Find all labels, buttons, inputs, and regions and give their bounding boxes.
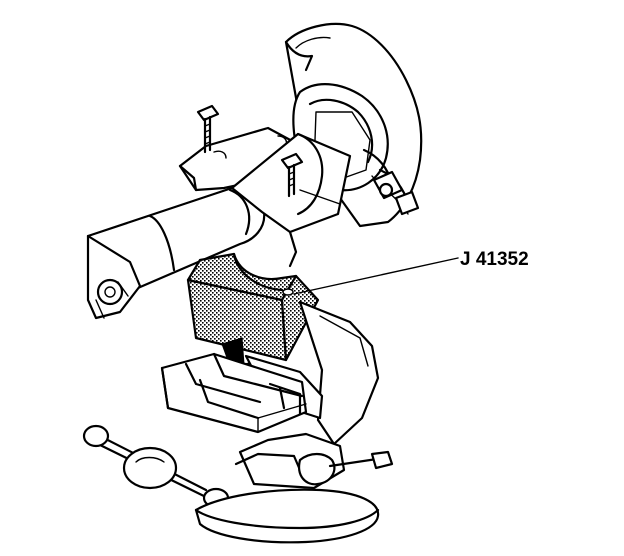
bench-vise xyxy=(82,300,394,544)
callout-label: J 41352 xyxy=(460,249,529,270)
callout-leader-line xyxy=(293,257,459,295)
tool-block-j41352 xyxy=(186,252,320,362)
mounting-bolt-left xyxy=(196,104,220,154)
steering-column-tube xyxy=(86,132,352,320)
mounting-bolt-right xyxy=(280,152,304,198)
callout-j41352: J 41352 xyxy=(293,249,529,295)
